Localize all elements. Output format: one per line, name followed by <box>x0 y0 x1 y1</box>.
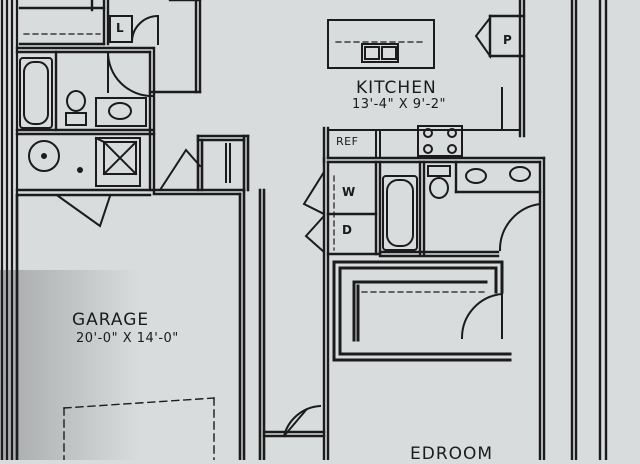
pantry-label: P <box>503 33 513 47</box>
washer-label: W <box>342 185 357 199</box>
bath-door-lower-left <box>56 194 112 228</box>
bath-door-left <box>106 50 154 98</box>
bedroom-closet-walls <box>332 260 512 362</box>
garage-parking-outline <box>63 397 215 460</box>
hall-door <box>282 404 322 438</box>
bath-door-right <box>498 202 542 252</box>
garage-label: GARAGE <box>72 310 150 330</box>
vanity-left <box>95 97 147 127</box>
toilet-left <box>65 90 87 126</box>
kitchen-range <box>417 125 463 157</box>
drain-dot <box>77 167 83 173</box>
kitchen-island <box>327 19 435 69</box>
right-bath-walls <box>378 0 578 460</box>
right-exterior-wall <box>598 0 608 460</box>
toilet-right <box>427 165 451 199</box>
laundry-doors <box>302 170 335 254</box>
dryer-label: D <box>342 223 353 237</box>
garage-dimensions: 20'-0" X 14'-0" <box>76 331 179 346</box>
vanity-right <box>465 166 531 184</box>
laundry-walls <box>326 160 382 256</box>
tub-right <box>382 175 418 251</box>
shower-left <box>94 136 141 187</box>
pantry-door <box>474 15 491 60</box>
tub-left <box>19 57 53 129</box>
top-left-bath-walls <box>15 0 202 197</box>
linen-label: L <box>116 21 125 35</box>
garage-walls <box>15 134 266 460</box>
ref-label: REF <box>336 135 359 148</box>
hallway-wall <box>262 156 330 460</box>
closet-door <box>460 292 504 340</box>
sink-left <box>28 140 60 172</box>
bedroom-label-partial: EDROOM <box>410 444 494 464</box>
kitchen-dimensions: 13'-4" X 9'-2" <box>352 97 447 112</box>
linen-closet <box>109 14 160 45</box>
garage-entry-door <box>158 143 231 192</box>
kitchen-label: KITCHEN <box>356 78 437 98</box>
